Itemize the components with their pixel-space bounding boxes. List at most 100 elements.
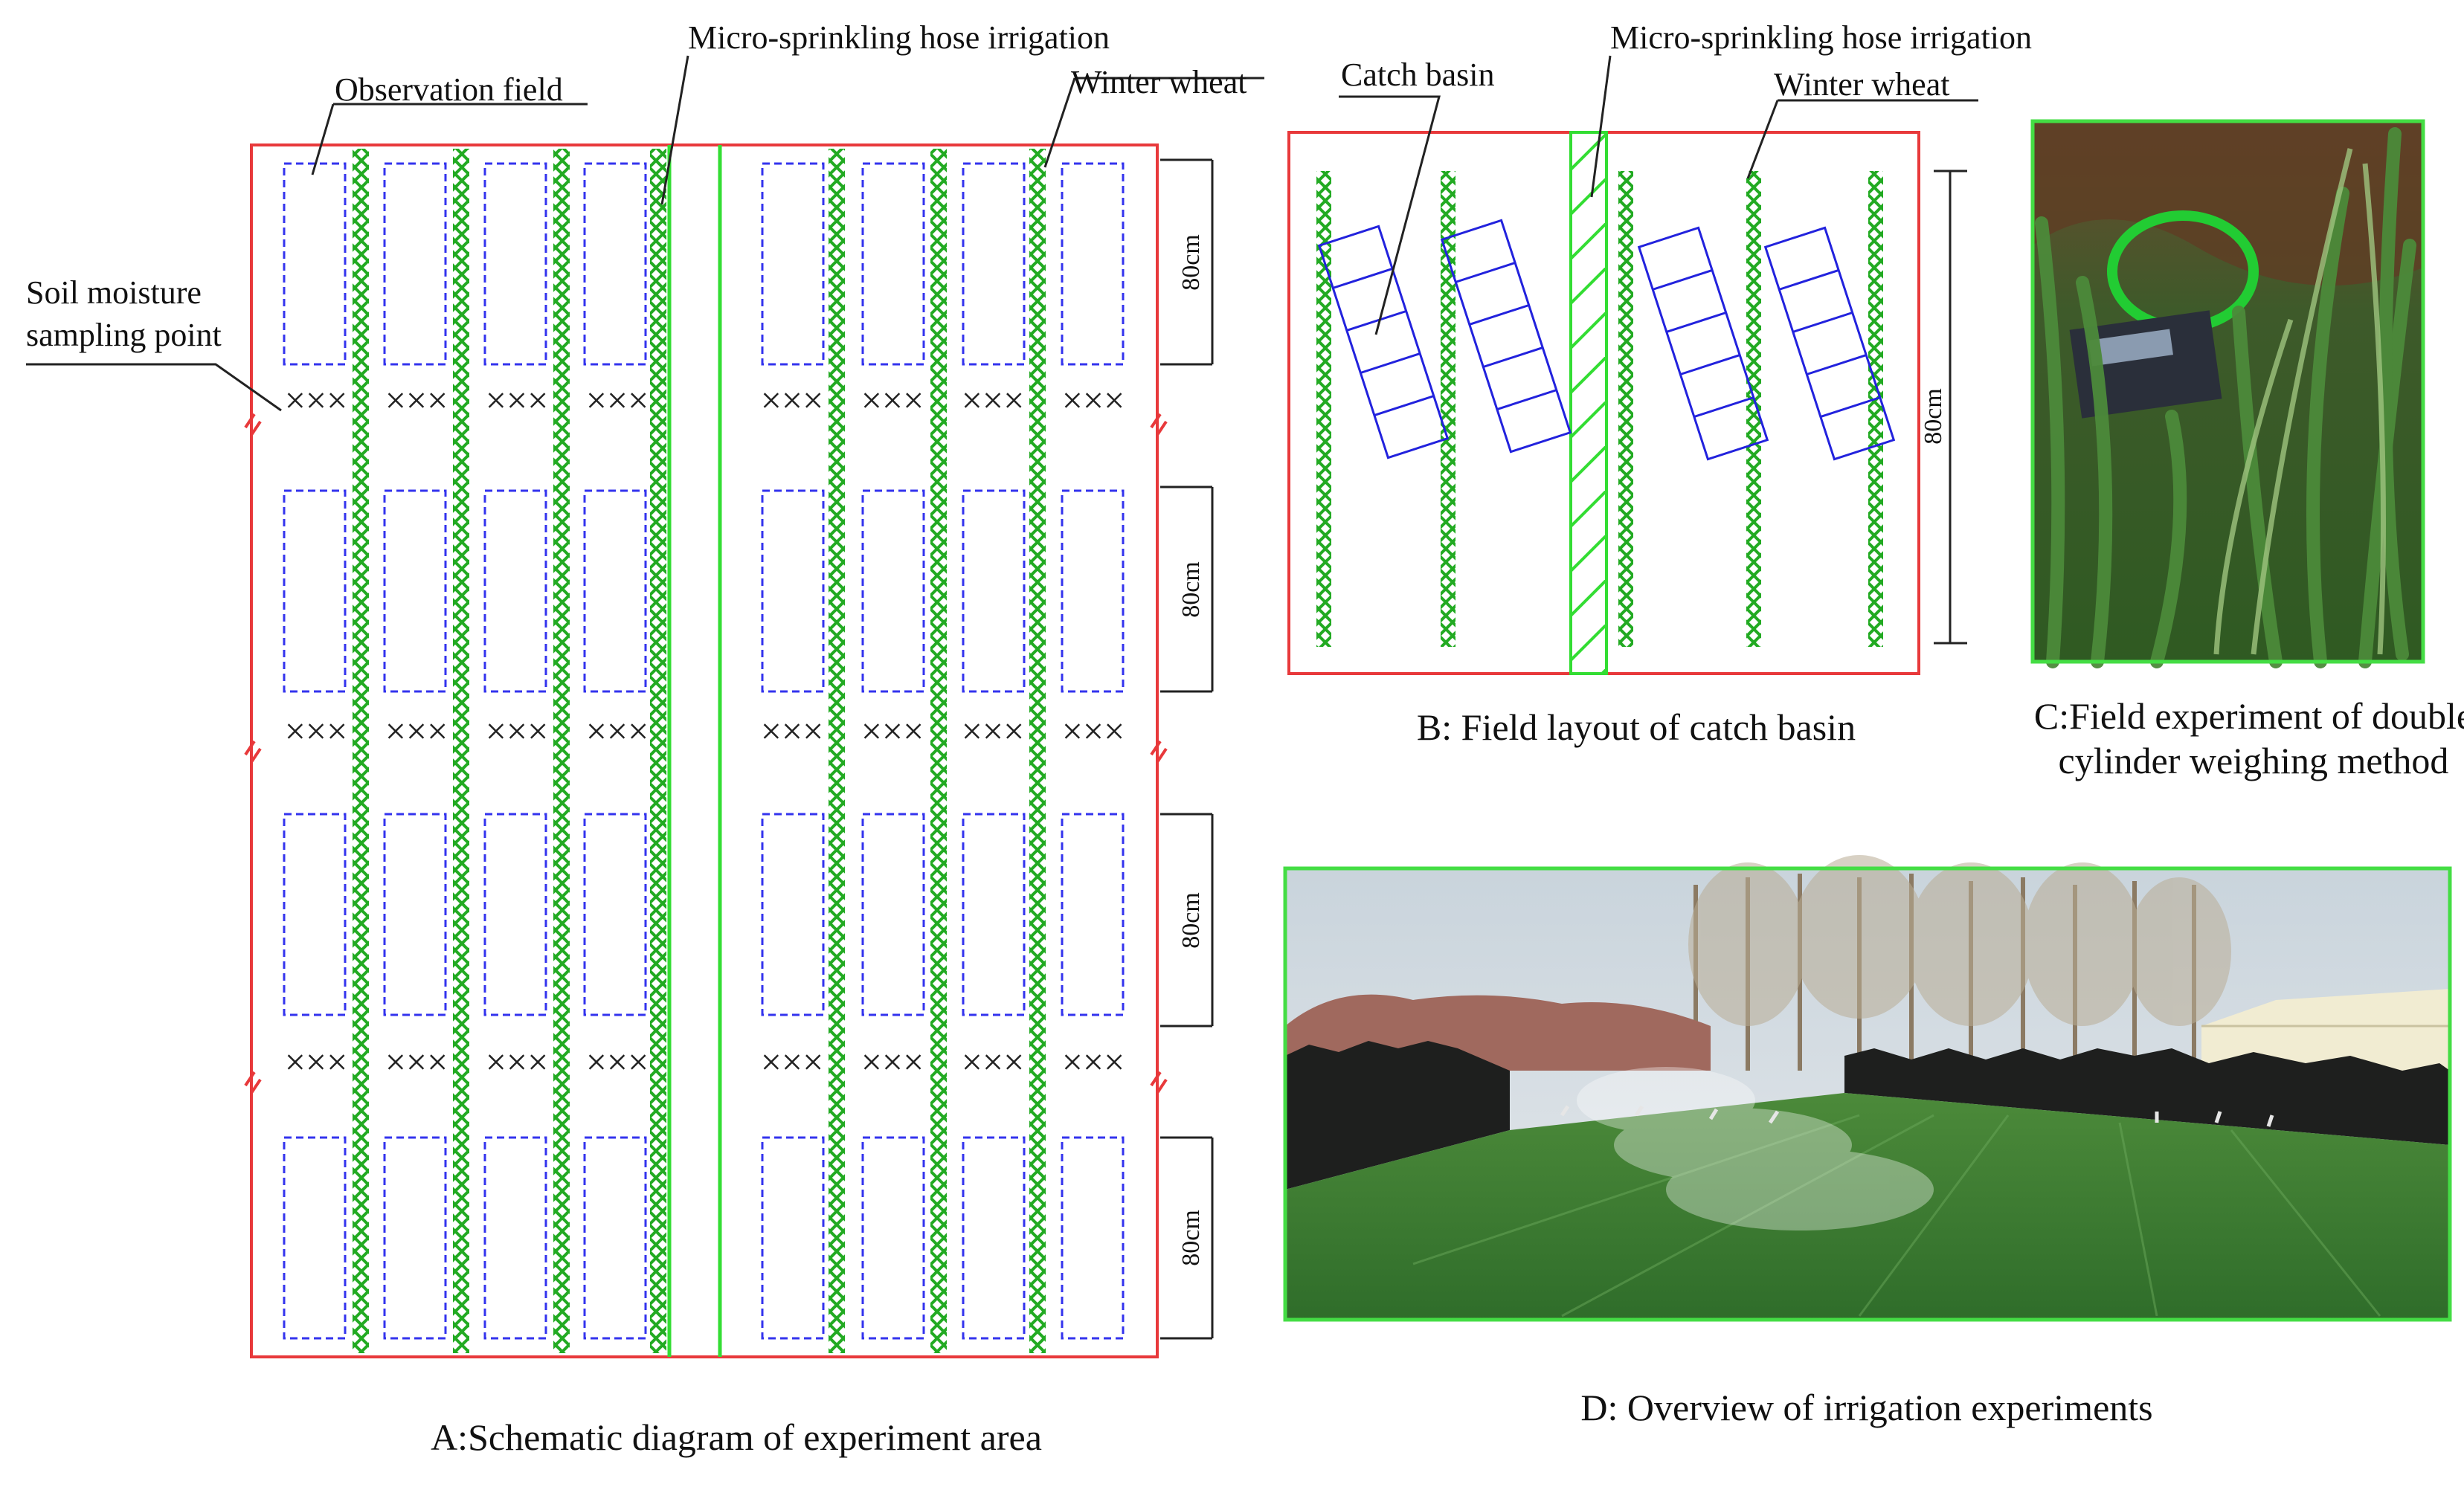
catch-basin-frame xyxy=(1763,226,1896,461)
wheat-row xyxy=(1746,171,1761,647)
wheat-row xyxy=(553,149,570,1353)
dim-label-b: 80cm xyxy=(1920,388,1947,445)
caption-d: D: Overview of irrigation experiments xyxy=(1580,1387,2152,1428)
observation-field-box xyxy=(583,162,647,366)
panel-a-schematic: ××× ××× ××× ××× ××× ××× ××× ××× ××× ××× ××× ××× ××× ×… xyxy=(26,19,1264,1458)
catch-basin-divider xyxy=(1360,352,1421,374)
catch-basin-divider xyxy=(1820,396,1881,419)
sprinkler-nozzles xyxy=(1560,1105,2274,1127)
wheat-row xyxy=(1868,171,1883,647)
observation-field-box xyxy=(383,489,447,693)
sampling-point-mark: ××× xyxy=(486,379,549,421)
soil-sampling-points: ××× ××× ××× ××× ××× ××× ××× ××× ××× ××× ××× ××× ××× ×… xyxy=(285,379,1125,1083)
observation-field-box xyxy=(761,489,825,693)
observation-fields xyxy=(283,162,1125,1340)
observation-field-box xyxy=(761,1136,825,1340)
observation-field-box xyxy=(283,489,347,693)
catch-basin-frame xyxy=(1317,225,1450,459)
catch-basin-divider xyxy=(1374,395,1435,417)
photo-frame-c xyxy=(2030,119,2425,664)
catch-basin-divider xyxy=(1778,268,1839,291)
catch-basin-divider xyxy=(1693,396,1754,419)
catch-basin-divider xyxy=(1666,312,1727,333)
panel-c-photo: C:Field experiment of double cylinder we… xyxy=(2030,119,2464,781)
catch-basin-divider xyxy=(1332,267,1393,289)
dim-label-row-2: 80cm xyxy=(1177,561,1205,618)
observation-field-box xyxy=(1061,813,1125,1016)
observation-field-box xyxy=(583,813,647,1016)
panel-b-catch-basin-layout: 80cm Catch basin Micro-sprinkling hose i… xyxy=(1287,19,2032,748)
observation-field-box xyxy=(761,162,825,366)
observation-field-box xyxy=(283,1136,347,1340)
catch-basin-divider xyxy=(1806,354,1867,375)
observation-field-box xyxy=(383,162,447,366)
catch-basin-frame xyxy=(1637,226,1769,461)
observation-field-box xyxy=(962,162,1026,366)
observation-field-box xyxy=(283,162,347,366)
wheat-row xyxy=(1441,171,1455,647)
sampling-point-mark: ××× xyxy=(1062,1041,1125,1083)
dim-label-row-3: 80cm xyxy=(1177,892,1205,949)
label-observation-field: Observation field xyxy=(335,71,563,108)
caption-b: B: Field layout of catch basin xyxy=(1417,706,1856,748)
sampling-point-mark: ××× xyxy=(962,379,1025,421)
sampling-point-mark: ××× xyxy=(285,710,348,752)
observation-field-box xyxy=(861,813,925,1016)
label-irrigation-a: Micro-sprinkling hose irrigation xyxy=(688,19,1110,56)
sampling-point-mark: ××× xyxy=(1062,379,1125,421)
caption-c-line2: cylinder weighing method xyxy=(2059,740,2449,781)
observation-field-box xyxy=(761,813,825,1016)
sampling-point-mark: ××× xyxy=(385,379,448,421)
label-winter-wheat-b: Winter wheat xyxy=(1774,66,1949,103)
sampling-point-mark: ××× xyxy=(385,710,448,752)
photo-frame-d xyxy=(1283,866,2452,1322)
caption-a: A:Schematic diagram of experiment area xyxy=(431,1416,1042,1458)
dim-label-row-1: 80cm xyxy=(1177,234,1205,291)
catch-basin xyxy=(1440,219,1572,454)
wheat-row xyxy=(453,149,469,1353)
observation-field-box xyxy=(583,1136,647,1340)
sampling-point-mark: ××× xyxy=(285,1041,348,1083)
observation-field-box xyxy=(583,489,647,693)
sampling-point-mark: ××× xyxy=(861,710,924,752)
row-spacing-dimensions xyxy=(1160,158,1214,1340)
wheat-rows-b xyxy=(1316,171,1883,647)
catch-basin-frame xyxy=(1440,219,1572,454)
observation-field-box xyxy=(483,813,547,1016)
label-soil-moisture-line1: Soil moisture xyxy=(26,274,202,311)
hose-irrigation-a xyxy=(667,145,722,1357)
observation-field-box xyxy=(861,1136,925,1340)
catch-basin-divider xyxy=(1346,310,1407,332)
catch-basin-divider xyxy=(1469,304,1530,326)
wheat-row xyxy=(353,149,369,1353)
panel-a-boundary xyxy=(250,143,1159,1358)
sampling-point-mark: ××× xyxy=(962,1041,1025,1083)
sampling-point-mark: ××× xyxy=(761,710,824,752)
hose-irrigation-b xyxy=(1569,131,1608,675)
observation-field-box xyxy=(383,813,447,1016)
observation-field-box xyxy=(861,489,925,693)
observation-field-box xyxy=(283,813,347,1016)
wheat-row xyxy=(1029,149,1046,1353)
observation-field-box xyxy=(483,1136,547,1340)
wheat-row xyxy=(930,149,947,1353)
sampling-point-mark: ××× xyxy=(962,710,1025,752)
sampling-point-mark: ××× xyxy=(285,379,348,421)
dim-label-row-4: 80cm xyxy=(1177,1210,1205,1266)
sampling-point-mark: ××× xyxy=(1062,710,1125,752)
observation-field-box xyxy=(861,162,925,366)
label-soil-moisture-line2: sampling point xyxy=(26,317,222,353)
catch-basin-divider xyxy=(1792,312,1853,333)
catch-basin xyxy=(1637,226,1769,461)
sampling-point-mark: ××× xyxy=(486,1041,549,1083)
leader-lines-a xyxy=(26,55,1264,412)
catch-basin xyxy=(1317,225,1450,459)
sampling-point-mark: ××× xyxy=(586,1041,649,1083)
catch-basins xyxy=(1317,219,1896,461)
sampling-point-mark: ××× xyxy=(385,1041,448,1083)
catch-basin-divider xyxy=(1679,354,1740,375)
wheat-row xyxy=(650,149,666,1353)
sampling-point-mark: ××× xyxy=(586,710,649,752)
sampling-point-mark: ××× xyxy=(486,710,549,752)
